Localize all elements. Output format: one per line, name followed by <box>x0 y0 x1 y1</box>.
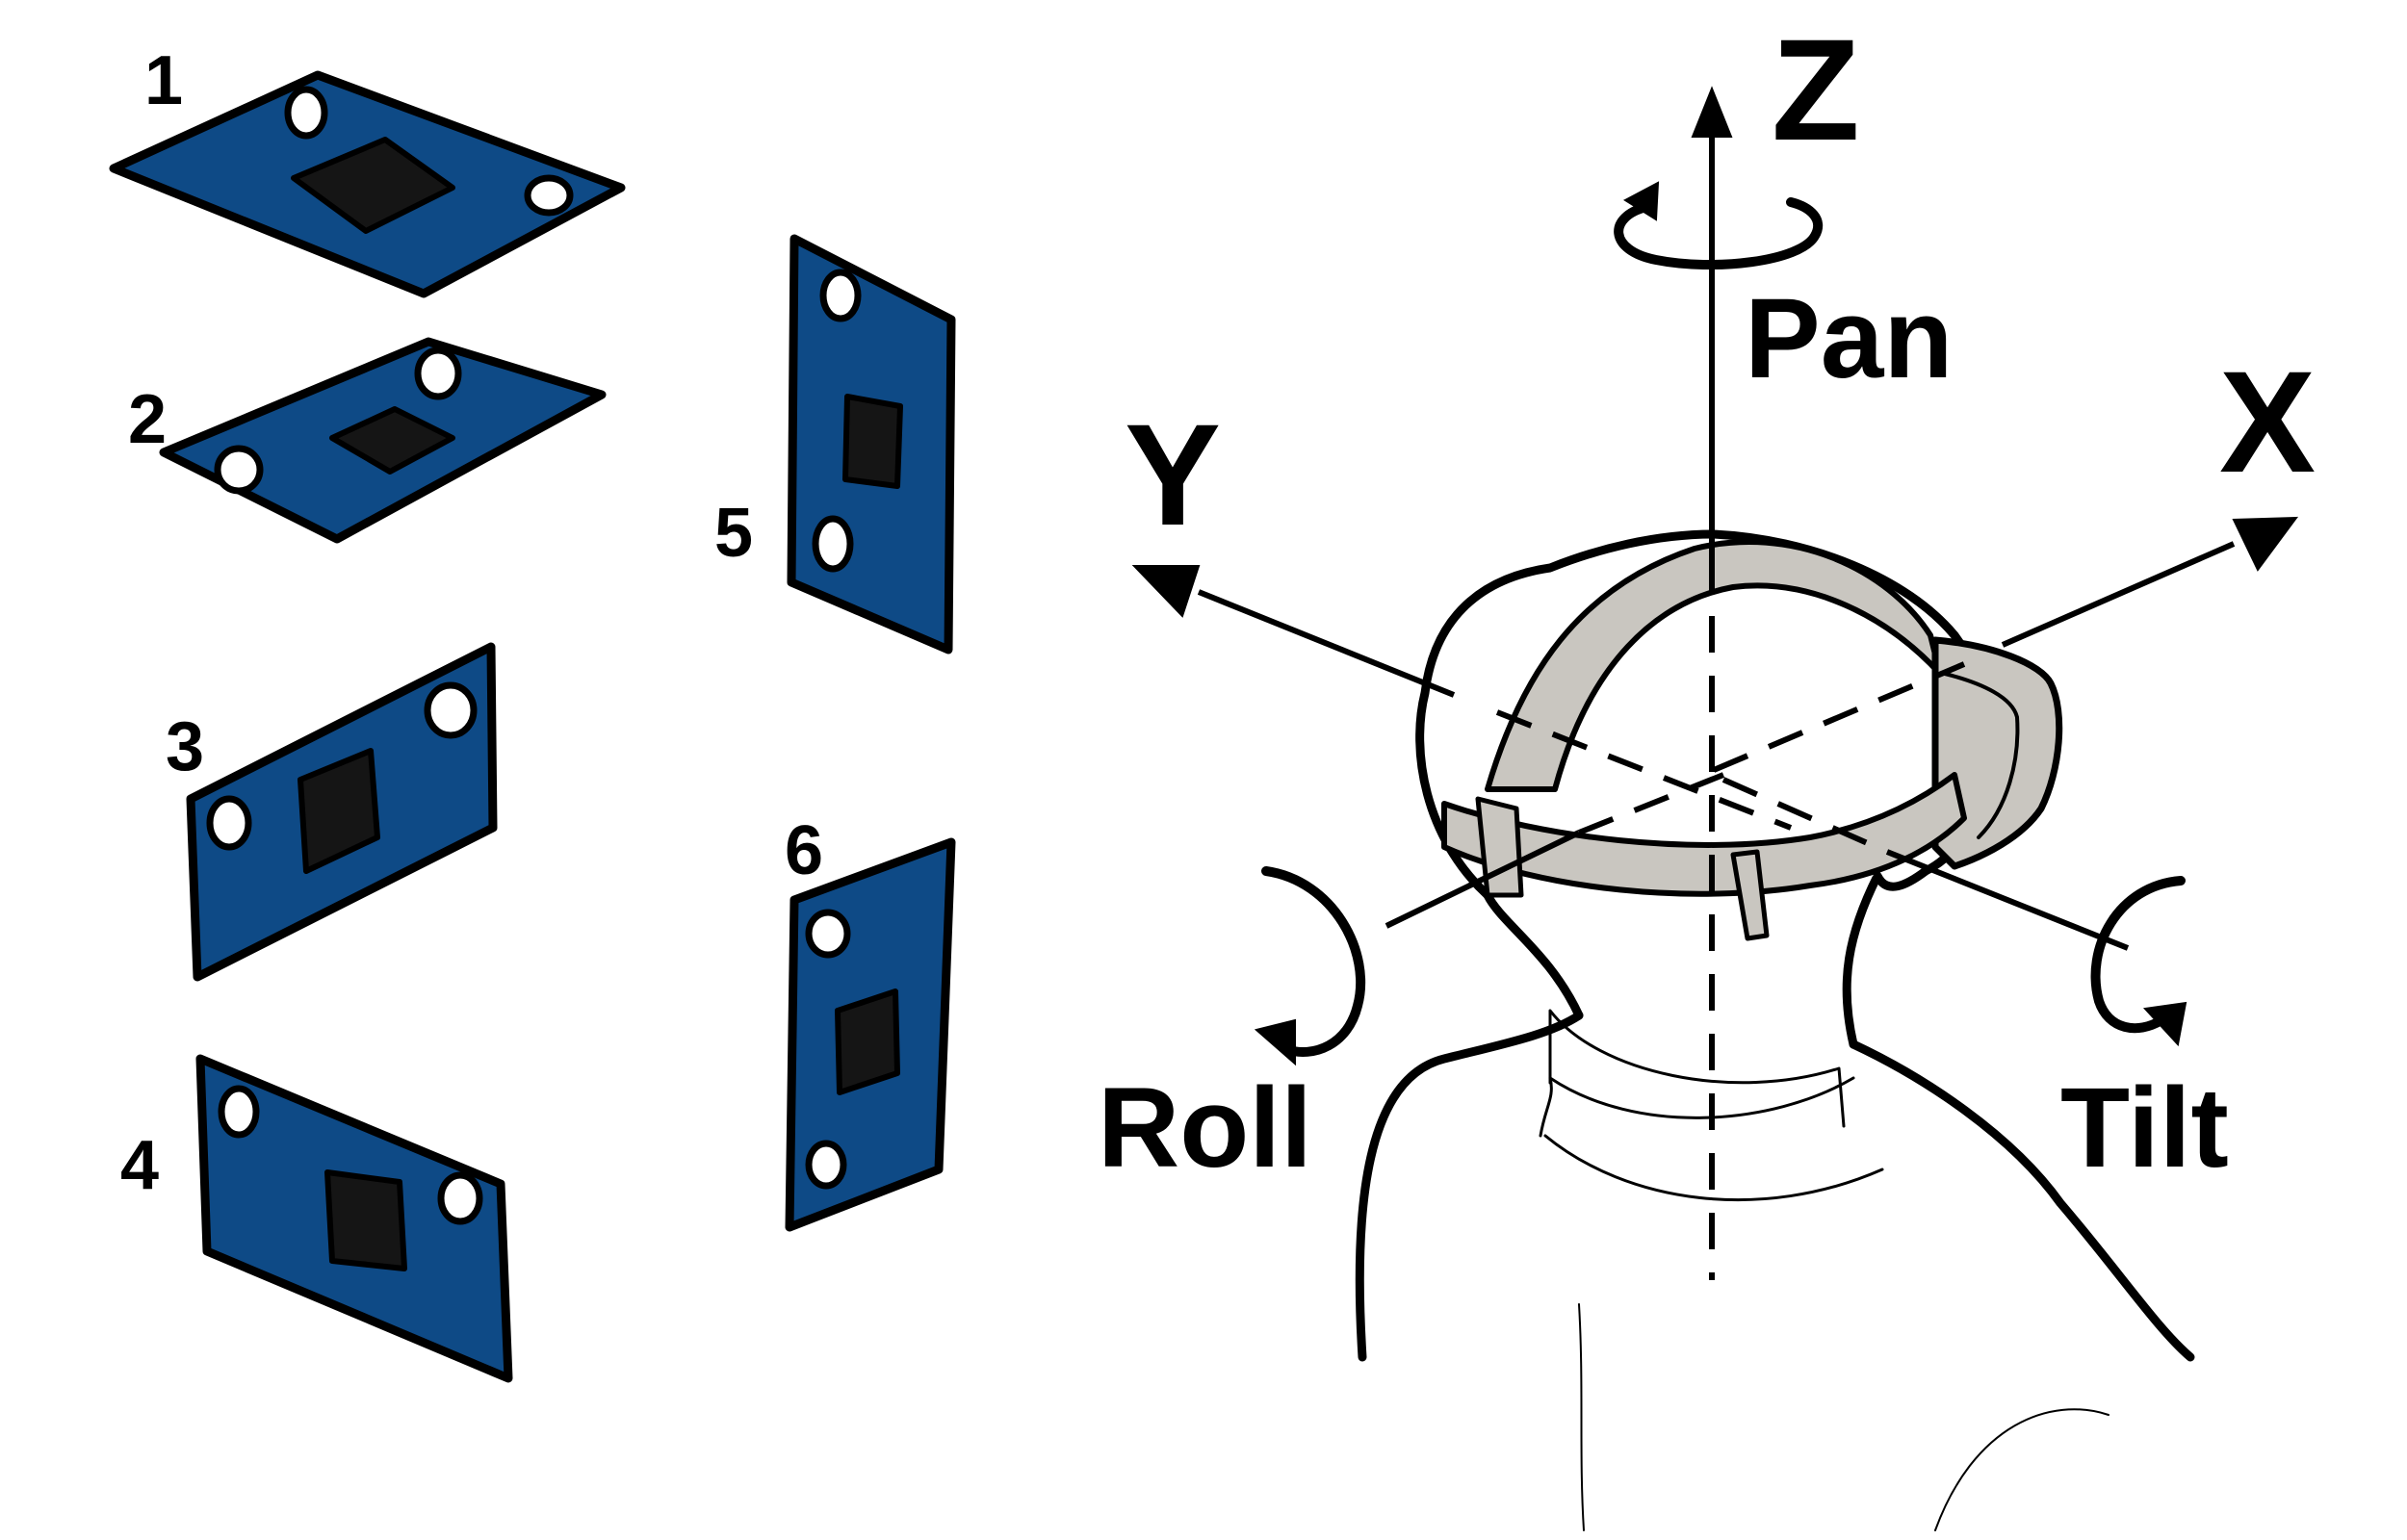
headset-visor-inner <box>1943 672 2020 839</box>
neck-chin-line <box>1548 1009 1846 1128</box>
strap-buckle <box>1730 849 1770 941</box>
x-axis-label: X <box>2219 341 2316 502</box>
panel-5-number: 5 <box>714 495 753 572</box>
roll-axis-dashed <box>1577 772 1725 835</box>
neck-base <box>1548 1076 1855 1119</box>
tilt-axis-line <box>1885 849 2130 951</box>
x-axis-arrowhead <box>2232 516 2299 572</box>
x-axis-line <box>2001 541 2236 648</box>
neck-right <box>1842 871 1882 1049</box>
tilt-rotation-arrowhead <box>2142 1001 2187 1047</box>
panel-2-number: 2 <box>128 381 167 458</box>
panel-4-number: 4 <box>120 1127 159 1204</box>
back-seam-line <box>1578 1303 1585 1531</box>
headset-top-strap <box>1485 539 1943 792</box>
strap-clip-left <box>1475 796 1524 898</box>
neck-left <box>1483 890 1584 1020</box>
marker-panel-4 <box>195 1054 513 1383</box>
y-axis-line <box>1197 589 1456 698</box>
tilt-rotation-arrow <box>2090 876 2186 1034</box>
head-figure <box>1355 529 2195 1531</box>
axes <box>1131 86 2299 1280</box>
right-shoulder-outline <box>1849 1040 2195 1362</box>
z-axis-label: Z <box>1772 9 1860 170</box>
tilt-label: Tilt <box>2060 1065 2229 1192</box>
marker-panel-5 <box>787 234 956 654</box>
y-axis-dashed <box>1495 709 1793 831</box>
panel-3-number: 3 <box>166 708 204 785</box>
y-axis-label: Y <box>1125 394 1221 555</box>
panel-1-number: 1 <box>144 42 183 119</box>
y-axis-arrowhead <box>1131 565 1201 618</box>
roll-rotation-arrowhead <box>1254 1018 1296 1066</box>
marker-panel-3 <box>186 642 498 982</box>
pan-rotation-arrow <box>1614 197 1824 270</box>
roll-rotation-arrow <box>1261 866 1366 1057</box>
headset-back-strap <box>1441 772 1967 897</box>
roll-axis-line <box>1385 830 1581 929</box>
headset-visor <box>1931 636 2063 870</box>
marker-panels <box>109 70 956 1383</box>
marker-panel-2 <box>159 337 607 544</box>
tilt-axis-dashed <box>1721 777 1889 855</box>
neck-collar <box>1539 1076 1553 1138</box>
marker-panel-1 <box>109 70 626 298</box>
panel-6-number: 6 <box>785 812 823 889</box>
back-crease-line <box>1934 1408 2109 1531</box>
rotation-arrows <box>1254 181 2187 1066</box>
pan-rotation-arrowhead <box>1622 181 1660 221</box>
roll-label: Roll <box>1098 1065 1312 1192</box>
z-axis-arrowhead <box>1691 86 1733 138</box>
collar-line <box>1543 1134 1884 1202</box>
marker-panel-6 <box>785 837 956 1232</box>
x-axis-dashed <box>1712 661 1966 773</box>
pan-label: Pan <box>1745 275 1953 402</box>
left-shoulder-outline <box>1355 1011 1584 1362</box>
